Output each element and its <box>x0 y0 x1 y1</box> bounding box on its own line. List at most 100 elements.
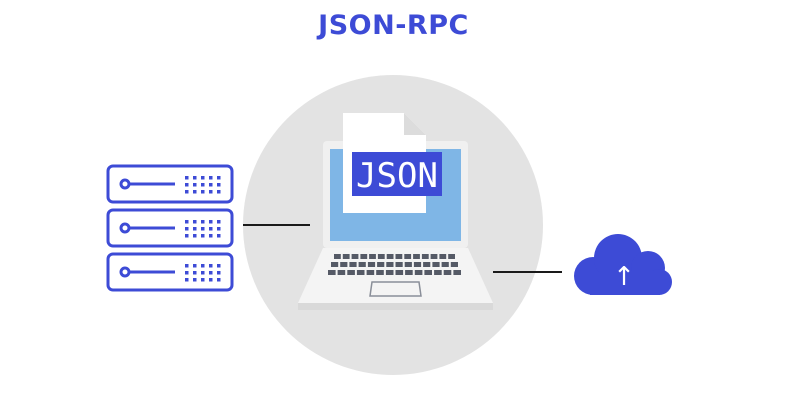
server-vent-dot <box>193 190 197 194</box>
keyboard-key <box>377 262 385 267</box>
keyboard-key <box>331 262 339 267</box>
keyboard-key <box>414 270 423 275</box>
keyboard-key <box>334 254 341 259</box>
laptop-keyboard <box>328 254 461 275</box>
keyboard-key <box>340 262 348 267</box>
server-vent-dot <box>217 176 221 180</box>
server-vent-dot <box>193 271 197 275</box>
server-vent-dot <box>201 190 205 194</box>
laptop-base-shadow <box>298 303 493 310</box>
server-vent-dot <box>201 234 205 238</box>
server-vent-dot <box>185 264 189 268</box>
server-vent-dot <box>209 264 213 268</box>
keyboard-key <box>376 270 384 275</box>
keyboard-key <box>337 270 346 275</box>
server-vent-dot <box>209 271 213 275</box>
server-vent-dot <box>209 220 213 224</box>
server-vent-dot <box>217 234 221 238</box>
server-vent-dot <box>201 220 205 224</box>
keyboard-key <box>356 270 365 275</box>
keyboard-key <box>342 254 350 259</box>
keyboard-key <box>423 262 431 267</box>
keyboard-key <box>421 254 429 259</box>
server-vent-dot <box>201 278 205 282</box>
keyboard-key <box>349 262 357 267</box>
server-vent-dot <box>217 190 221 194</box>
server-unit-2 <box>106 208 234 248</box>
keyboard-key <box>404 262 412 267</box>
keyboard-key <box>386 262 394 267</box>
json-document-icon: JSON <box>343 113 442 213</box>
keyboard-key <box>377 254 385 259</box>
keyboard-key <box>360 254 368 259</box>
keyboard-key <box>443 270 452 275</box>
server-unit-1 <box>106 164 234 204</box>
server-vent-dot <box>201 176 205 180</box>
keyboard-key <box>450 262 458 267</box>
keyboard-key <box>366 270 375 275</box>
keyboard-key <box>404 254 412 259</box>
server-vent-dot <box>193 234 197 238</box>
keyboard-key <box>405 270 413 275</box>
keyboard-key <box>328 270 336 275</box>
server-vent-dot <box>217 220 221 224</box>
server-vent-dot <box>217 264 221 268</box>
keyboard-key <box>453 270 461 275</box>
server-vent-dot <box>209 176 213 180</box>
cloud-upload-icon: ↑ <box>574 234 672 295</box>
server-vent-dot <box>193 183 197 187</box>
server-vent-dot <box>217 271 221 275</box>
server-vent-dot <box>201 183 205 187</box>
keyboard-key <box>367 262 376 267</box>
server-vent-dots <box>185 176 221 282</box>
upload-arrow-icon: ↑ <box>613 262 635 292</box>
server-vent-dot <box>193 264 197 268</box>
keyboard-key <box>369 254 376 259</box>
server-vent-dot <box>201 271 205 275</box>
server-vent-dot <box>217 278 221 282</box>
server-unit-3 <box>106 252 234 292</box>
server-vent-dot <box>209 227 213 231</box>
keyboard-key <box>358 262 366 267</box>
server-vent-dot <box>217 183 221 187</box>
document-label: JSON <box>356 156 438 196</box>
server-vent-dot <box>209 234 213 238</box>
keyboard-key <box>424 270 432 275</box>
server-vent-dot <box>185 176 189 180</box>
server-vent-dot <box>217 227 221 231</box>
diagram-title: JSON-RPC <box>318 10 469 41</box>
server-vent-dot <box>201 264 205 268</box>
keyboard-key <box>351 254 359 259</box>
server-rack-icon <box>106 164 234 292</box>
keyboard-key <box>434 270 442 275</box>
server-vent-dot <box>185 271 189 275</box>
keyboard-key <box>432 262 440 267</box>
server-vent-dot <box>193 220 197 224</box>
server-vent-dot <box>201 227 205 231</box>
laptop-base <box>298 248 493 303</box>
server-vent-dot <box>209 183 213 187</box>
server-vent-dot <box>185 183 189 187</box>
server-vent-dot <box>209 190 213 194</box>
keyboard-key <box>448 254 455 259</box>
server-vent-dot <box>193 176 197 180</box>
keyboard-key <box>439 254 447 259</box>
server-vent-dot <box>193 227 197 231</box>
server-vent-dot <box>185 227 189 231</box>
keyboard-key <box>386 254 394 259</box>
server-vent-dot <box>193 278 197 282</box>
server-vent-dot <box>185 234 189 238</box>
document-label-band <box>352 152 442 196</box>
document-fold <box>404 113 426 135</box>
keyboard-key <box>413 262 422 267</box>
laptop-trackpad <box>369 281 422 297</box>
keyboard-key <box>395 270 404 275</box>
keyboard-key <box>395 262 403 267</box>
keyboard-key <box>395 254 403 259</box>
server-vent-dot <box>209 278 213 282</box>
keyboard-key <box>441 262 449 267</box>
keyboard-key <box>385 270 394 275</box>
keyboard-key <box>430 254 438 259</box>
server-vent-dot <box>185 278 189 282</box>
